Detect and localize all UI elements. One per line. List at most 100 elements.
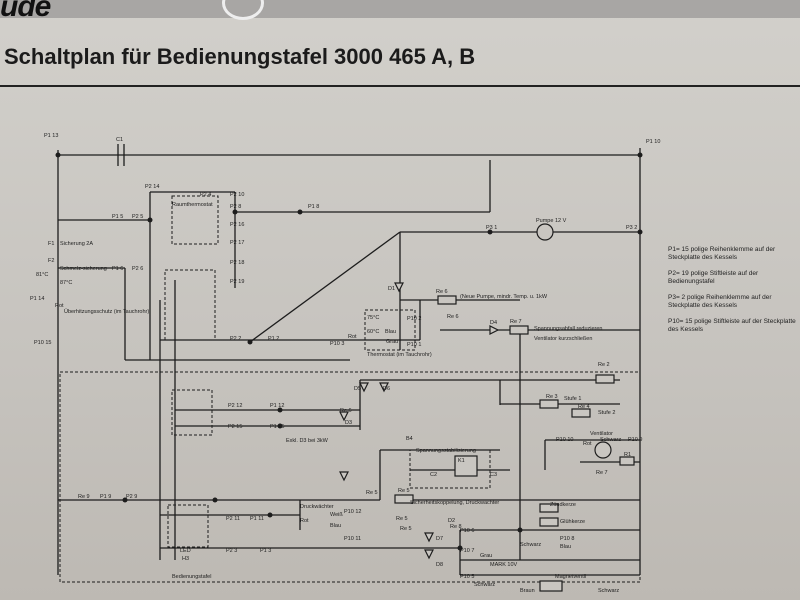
label-p2-6: P2 6 — [132, 266, 143, 272]
legend-p10: P10= 15 polige Stiftleiste auf der Steck… — [668, 318, 796, 334]
label-p2-15: P2 15 — [228, 424, 242, 430]
label-p10-3: P10 3 — [330, 341, 344, 347]
label-p1-6: P1 6 — [112, 266, 123, 272]
label-re5-b: Re 5 — [398, 488, 410, 494]
label-exkl: Exkl. D3 bei 3kW — [286, 438, 329, 444]
title-rule — [0, 85, 800, 87]
label-p2-17: P2 17 — [230, 240, 244, 246]
label-c3: C3 — [490, 472, 497, 478]
label-p2-9: P2 9 — [126, 494, 137, 500]
label-p10-11: P10 11 — [344, 536, 361, 542]
label-p1-14: P1 14 — [30, 296, 44, 302]
label-d7: D7 — [436, 536, 443, 542]
label-re2: Re 2 — [598, 362, 610, 368]
label-rot-2: Rot — [348, 334, 357, 340]
label-p10-10: P10 10 — [556, 437, 573, 443]
label-p10-1: P10 1 — [407, 342, 421, 348]
label-schmelzsicherung: Schmelz-sicherung — [60, 266, 107, 272]
label-temp-81: 81°C — [36, 272, 48, 278]
label-druckwaechter: Druckwächter — [300, 504, 334, 510]
label-thermostat: Thermostat (im Tauchrohr) — [367, 352, 432, 358]
label-re5-a: Re 5 — [366, 490, 378, 496]
label-grau-2: Grau — [480, 553, 492, 559]
label-re6-c: Re 6 — [340, 408, 352, 414]
label-p10-9: P10 9 — [628, 437, 642, 443]
label-re5-c: Re 5 — [396, 516, 408, 522]
label-p2-11: P2 11 — [226, 516, 240, 522]
label-blau: Blau — [385, 329, 396, 335]
label-f2: F2 — [48, 258, 54, 264]
label-p1-13: P1 13 — [44, 133, 58, 139]
label-p10-8: P10 8 — [560, 536, 574, 542]
label-blau-2: Blau — [330, 523, 341, 529]
label-d4: D4 — [490, 320, 497, 326]
label-p1-2: P1 2 — [268, 336, 279, 342]
label-re7-b: Re 7 — [596, 470, 608, 476]
label-stufe-2: Stufe 2 — [598, 410, 615, 416]
label-p2-3: P2 3 — [226, 548, 237, 554]
label-led: LED — [180, 548, 191, 554]
label-temp-87: 87°C — [60, 280, 72, 286]
label-c2: C2 — [430, 472, 437, 478]
label-temp-75: 75°C — [367, 315, 379, 321]
label-re6-a: Re 6 — [436, 289, 448, 295]
label-p2-19: P2 19 — [230, 279, 244, 285]
schematic-labels: P1 13 C1 P1 10 P2 14 P2 4 P2 10 Raumther… — [30, 133, 660, 594]
label-p1-9: P1 9 — [100, 494, 111, 500]
label-d3: D3 — [345, 420, 352, 426]
label-f1: F1 — [48, 241, 54, 247]
label-zuendkerze: Zündkerze — [550, 502, 576, 508]
label-schwarz-3: Schwarz — [474, 582, 495, 588]
label-neue-pumpe: (Neue Pumpe, mindr. Temp. u. 1kW — [460, 294, 548, 300]
label-rot-4: Rot — [300, 518, 309, 524]
panel-outlines — [59, 195, 641, 583]
label-magnetventil: Magnetventil — [555, 574, 586, 580]
label-pumpe: Pumpe 12 V — [536, 218, 567, 224]
label-d8: D8 — [436, 562, 443, 568]
label-sicherheits: Sicherheitskoppelung, Druckwächter — [410, 500, 499, 506]
label-stufe-1: Stufe 1 — [564, 396, 581, 402]
label-braun: Braun — [520, 588, 535, 594]
legend-p3: P3= 2 polige Reihenklemme auf der Steckp… — [668, 294, 772, 310]
label-d5: D5 — [354, 386, 361, 392]
label-p2-10: P2 10 — [230, 192, 244, 198]
label-grau: Grau — [386, 339, 398, 345]
label-p10-2: P10 2 — [407, 316, 421, 322]
label-ventilator: Ventilator — [590, 431, 613, 437]
label-schwarz-1: Schwarz — [600, 437, 621, 443]
label-k1: K1 — [458, 458, 465, 464]
label-d2: D2 — [448, 518, 455, 524]
label-d6: D6 — [383, 386, 390, 392]
brand-logo: ude — [0, 0, 51, 23]
legend-p2: P2= 19 polige Stiftleiste auf der Bedien… — [668, 270, 759, 286]
label-p10-12: P10 12 — [344, 509, 361, 515]
label-p1-15: P1 15 — [270, 424, 284, 430]
label-re7: Re 7 — [510, 319, 522, 325]
label-weiss: Weiß — [330, 512, 343, 518]
label-re8: Re 8 — [450, 524, 462, 530]
label-p1-12: P1 12 — [270, 403, 284, 409]
label-temp-60: 60°C — [367, 329, 379, 335]
label-blau-3: Blau — [560, 544, 571, 550]
label-spannungsstab: Spannungsstabilisierung — [416, 448, 476, 454]
label-p2-4: P2 4 — [200, 192, 211, 198]
label-p10-7: P10 7 — [460, 548, 474, 554]
label-p1-8: P1 8 — [308, 204, 319, 210]
label-p1-3: P1 3 — [260, 548, 271, 554]
label-r1: R1 — [624, 452, 631, 458]
label-p2-14: P2 14 — [145, 184, 159, 190]
label-p2-8: P2 8 — [230, 204, 241, 210]
label-sicherung: Sicherung 2A — [60, 241, 93, 247]
label-p10-15: P10 15 — [34, 340, 51, 346]
label-p2-18: P2 18 — [230, 260, 244, 266]
page-title: Schaltplan für Bedienungstafel 3000 465 … — [4, 44, 476, 69]
label-p1-5: P1 5 — [112, 214, 123, 220]
label-p3-1: P3 1 — [486, 225, 497, 231]
label-rot-3: Rot — [583, 441, 592, 447]
label-ventilator-kurz: Ventilator kurzschließen — [534, 336, 592, 342]
label-p1-11: P1 11 — [250, 516, 264, 522]
label-p1-10: P1 10 — [646, 139, 660, 145]
label-c1: C1 — [116, 137, 123, 143]
